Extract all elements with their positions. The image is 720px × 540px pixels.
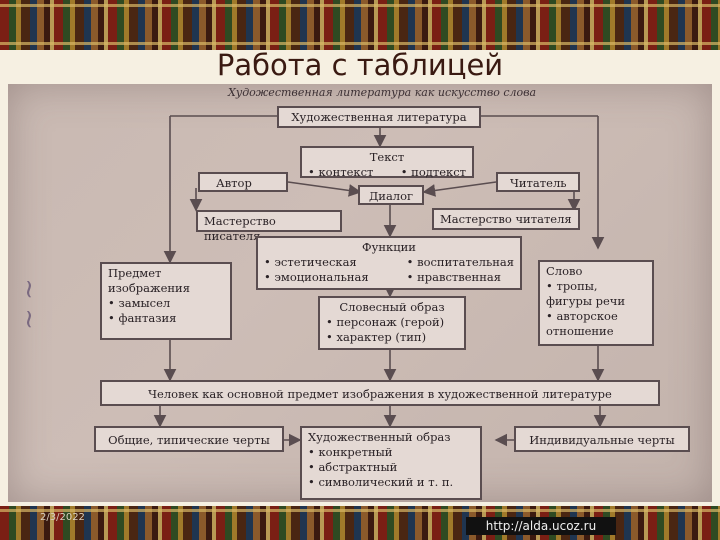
- verbal-image-item: характер (тип): [326, 330, 458, 345]
- subject-item: фантазия: [108, 311, 224, 326]
- text-box-title: Текст: [369, 150, 405, 164]
- verbal-image-item: персонаж (герой): [326, 315, 458, 330]
- common-traits-box: Общие, типические черты: [94, 426, 284, 452]
- functions-title: Функции: [362, 240, 416, 254]
- function-item: эмоциональная: [264, 270, 368, 285]
- functions-left-list: эстетическая эмоциональная: [264, 255, 369, 285]
- author-box: Автор: [198, 172, 288, 192]
- art-image-item: символический и т. п.: [308, 475, 474, 490]
- reader-box: Читатель: [496, 172, 580, 192]
- slide-title: Работа с таблицей: [216, 48, 504, 82]
- diagram-subtitle: Художественная литература как искусство …: [228, 86, 537, 99]
- footer-date: 2/3/2022: [40, 512, 85, 523]
- footer-link[interactable]: http://alda.ucoz.ru: [466, 517, 616, 535]
- word-item: авторское отношение: [546, 309, 646, 339]
- function-item: нравственная: [407, 270, 514, 285]
- reader-mastery-box: Мастерство читателя: [432, 208, 580, 230]
- functions-box: Функции эстетическая эмоциональная воспи…: [256, 236, 522, 290]
- verbal-image-title: Словесный образ: [339, 300, 445, 314]
- subject-item: замысел: [108, 296, 224, 311]
- subject-box: Предмет изображения замысел фантазия: [100, 262, 232, 340]
- word-box: Слово тропы, фигуры речи авторское отнош…: [538, 260, 654, 346]
- art-image-box: Художественный образ конкретный абстракт…: [300, 426, 482, 500]
- verbal-image-box: Словесный образ персонаж (герой) характе…: [318, 296, 466, 350]
- text-item-subtext: • подтекст: [400, 165, 466, 179]
- function-item: воспитательная: [407, 255, 514, 270]
- word-item: тропы, фигуры речи: [546, 279, 646, 309]
- writer-mastery-box: Мастерство писателя: [196, 210, 342, 243]
- dialog-box: Диалог: [358, 185, 424, 205]
- bookshelf-top-decoration: [0, 0, 720, 50]
- art-image-title: Художественный образ: [308, 430, 451, 444]
- function-item: эстетическая: [264, 255, 369, 270]
- functions-right-list: воспитательная нравственная: [407, 255, 514, 285]
- individual-traits-box: Индивидуальные черты: [514, 426, 690, 452]
- text-box: Текст • контекст • подтекст: [300, 146, 474, 179]
- text-item-context: • контекст: [308, 165, 374, 179]
- art-image-item: конкретный: [308, 445, 474, 460]
- human-subject-box: Человек как основной предмет изображения…: [100, 380, 660, 406]
- art-image-item: абстрактный: [308, 460, 474, 475]
- literature-box: Художественная литература: [277, 106, 481, 128]
- subject-title: Предмет изображения: [108, 266, 190, 295]
- word-title: Слово: [546, 264, 583, 278]
